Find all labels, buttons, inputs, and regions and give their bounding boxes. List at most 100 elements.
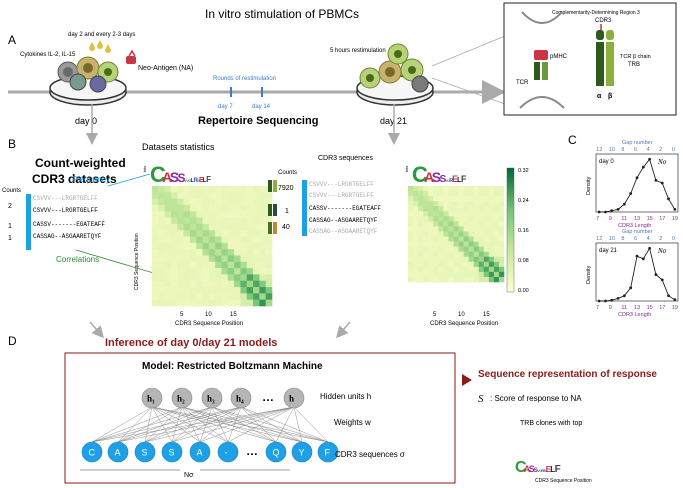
heatmap-cell [208,293,216,300]
heatmap-cell [418,221,424,227]
heatmap-cell [423,261,429,268]
heatmap-cell [183,204,191,212]
visible-units-label: CDR3 sequences σ [335,450,405,459]
gap-tick-label: 4 [647,147,650,153]
heatmap-cell [473,226,480,232]
hidden-ellipsis: … [262,390,274,404]
density-axis-label: Density [586,265,592,284]
colorbar-tick-0: 0.32 [518,168,529,174]
rbm-weight-edge [211,406,329,443]
heatmap-cell [177,249,184,256]
weights-label: Weights w [334,418,371,427]
heatmap-cell [208,274,216,282]
heatmap-cell [196,280,203,288]
heatmap-cell [189,211,197,218]
heatmap-cell [234,280,241,288]
heatmap-cell [453,226,459,232]
heatmap-cell [170,223,178,231]
heatmap-cell [453,211,459,217]
density-point [610,298,614,302]
heatmap-cell [428,201,434,207]
visible-unit-node [134,441,156,463]
heatmap-cell [458,271,464,278]
heatmap-cell [253,255,260,263]
heatmap-cell [483,256,490,263]
visible-unit-label: A [115,448,121,458]
visible-ellipsis: … [246,444,258,458]
heatmap-cell [438,216,444,222]
heatmap-cell [208,268,216,275]
heatmap-cell [483,191,490,197]
heatmap-cell [418,251,424,258]
heatmap-cell [164,268,172,275]
length-tick-label: 7 [596,305,599,311]
logo-letter: L [191,178,194,184]
hidden-unit-label: h₁ [147,394,155,404]
heatmap-cell [208,255,216,263]
heatmap-cell [423,191,429,197]
heatmap-cell [215,287,222,294]
heatmap-cell [152,217,159,225]
heatmap-cell [170,217,178,225]
culture-dish-day21 [356,43,434,106]
heatmap-cell [458,241,464,247]
heatmap-cell [418,216,424,222]
heatmap-cell [413,196,419,202]
heatmap-cell [493,256,500,263]
heatmap-cell [259,198,266,206]
hidden-unit-label: h₄ [236,394,244,404]
heatmap-cell [170,186,178,193]
heatmap-cell [196,192,203,199]
heatmap-cell [183,293,191,300]
heatmap-cell [483,241,490,247]
heatmap-cell [478,226,485,232]
hidden-units-label: Hidden units h [320,392,371,401]
heatmap-cell [443,221,449,227]
heatmap-cell [413,201,419,207]
heatmap-cell [158,293,165,300]
heatmap-cell [240,186,248,193]
logo-letter: A [424,169,434,185]
heatmap-cell [468,191,474,197]
heatmap-cell [493,201,500,207]
heatmap-cell [215,293,222,300]
heatmap-cell [170,287,178,294]
heatmap-cell [227,255,235,263]
heatmap-cell [152,204,159,212]
heatmap-cell [468,211,474,217]
heatmap-cell [221,223,229,231]
heatmap-cell [423,236,429,242]
heatmap-cell [458,221,464,227]
heatmap-cell [448,241,454,247]
density-point [667,197,670,201]
heatmap-cell [246,198,254,206]
heatmap-cell [488,246,495,252]
heatmap-cell [259,192,266,199]
heatmap-cell [177,274,184,282]
length-tick-label: 15 [647,305,653,311]
heatmap-cell [408,211,414,217]
heatmap-cell [259,255,266,263]
heatmap-cell [453,221,459,227]
heatmap-cell [473,221,480,227]
length-axis-label: CDR3 Length [618,223,651,229]
visible-unit-node [317,441,339,463]
heatmap-cell [448,276,454,283]
heatmap-cell [227,287,235,294]
length-tick-label: 7 [596,216,599,222]
heatmap-cell [234,186,241,193]
density-point [629,286,633,290]
heatmap-cell [189,186,197,193]
heatmap-cell [170,293,178,300]
density-point [654,273,658,277]
heatmap-cell [259,186,266,193]
heatmap-cell [423,201,429,207]
gap-tick-label: 0 [672,236,675,242]
heatmap-cell [463,231,469,237]
heatmap-cell [463,206,469,212]
zoom-line-top [431,35,506,67]
density-point [648,246,652,250]
heatmap-cell [158,280,165,288]
heatmap-cell [433,191,439,197]
heatmap-cell [246,236,254,244]
